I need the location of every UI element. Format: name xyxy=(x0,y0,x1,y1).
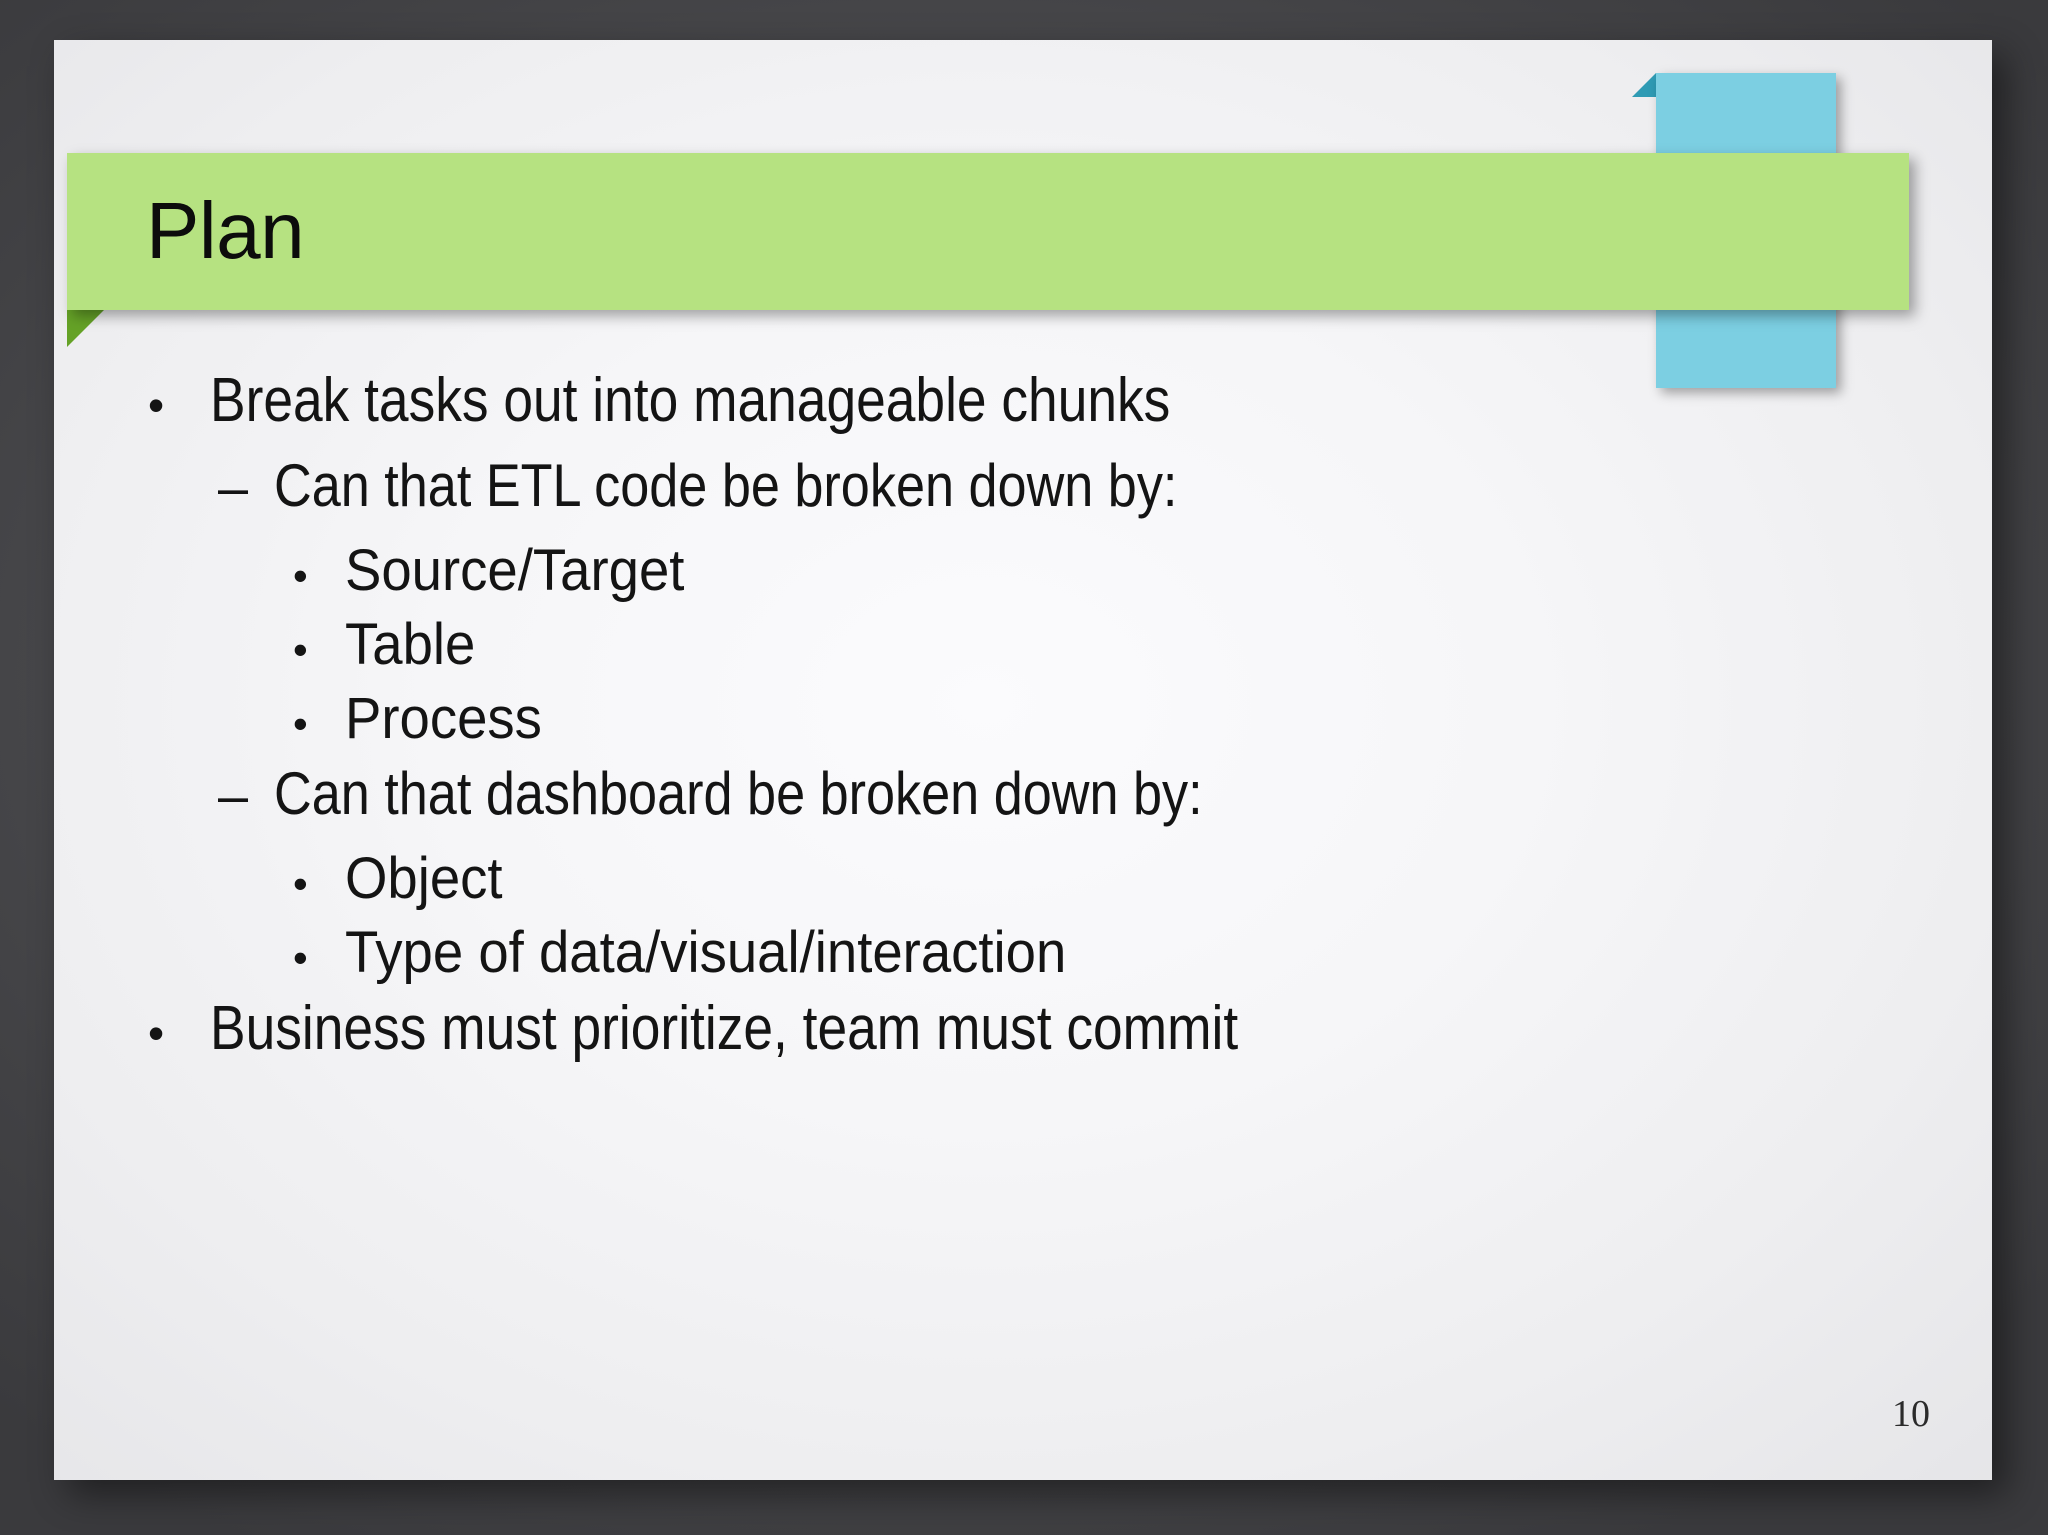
bullet-text: Object xyxy=(345,846,503,911)
dash-marker-icon: – xyxy=(218,458,249,518)
bullet-item-level-3: •Type of data/visual/interaction xyxy=(108,924,1988,998)
title-ribbon-fold xyxy=(67,310,104,347)
dot-marker-icon: • xyxy=(148,379,165,431)
dot-marker-icon: • xyxy=(148,1007,165,1059)
bullet-text: Can that ETL code be broken down by: xyxy=(274,452,1178,519)
dot-marker-icon: • xyxy=(293,626,308,673)
slide-title: Plan xyxy=(146,185,305,275)
bullet-text: Process xyxy=(345,686,542,751)
slide-canvas: Plan •Break tasks out into manageable ch… xyxy=(54,40,1992,1480)
bullet-text: Can that dashboard be broken down by: xyxy=(274,760,1203,827)
dot-marker-icon: • xyxy=(293,860,308,907)
bullet-item-level-3: •Object xyxy=(108,850,1988,924)
bullet-item-level-2: –Can that ETL code be broken down by: xyxy=(108,456,1988,542)
bullet-list: •Break tasks out into manageable chunks–… xyxy=(108,370,1988,1084)
title-ribbon xyxy=(67,153,1909,310)
bullet-item-level-2: –Can that dashboard be broken down by: xyxy=(108,764,1988,850)
bullet-text: Source/Target xyxy=(345,538,685,603)
bullet-text: Break tasks out into manageable chunks xyxy=(210,366,1171,435)
accent-ribbon-fold xyxy=(1632,73,1656,97)
page-number: 10 xyxy=(1892,1393,1930,1435)
bullet-text: Table xyxy=(345,612,476,677)
bullet-item-level-1: •Business must prioritize, team must com… xyxy=(108,998,1988,1084)
bullet-item-level-3: •Table xyxy=(108,616,1988,690)
bullet-item-level-1: •Break tasks out into manageable chunks xyxy=(108,370,1988,456)
bullet-text: Type of data/visual/interaction xyxy=(345,920,1067,985)
bullet-text: Business must prioritize, team must comm… xyxy=(210,994,1239,1063)
dot-marker-icon: • xyxy=(293,700,308,747)
dot-marker-icon: • xyxy=(293,934,308,981)
bullet-item-level-3: •Source/Target xyxy=(108,542,1988,616)
dash-marker-icon: – xyxy=(218,766,249,826)
dot-marker-icon: • xyxy=(293,552,308,599)
bullet-item-level-3: •Process xyxy=(108,690,1988,764)
